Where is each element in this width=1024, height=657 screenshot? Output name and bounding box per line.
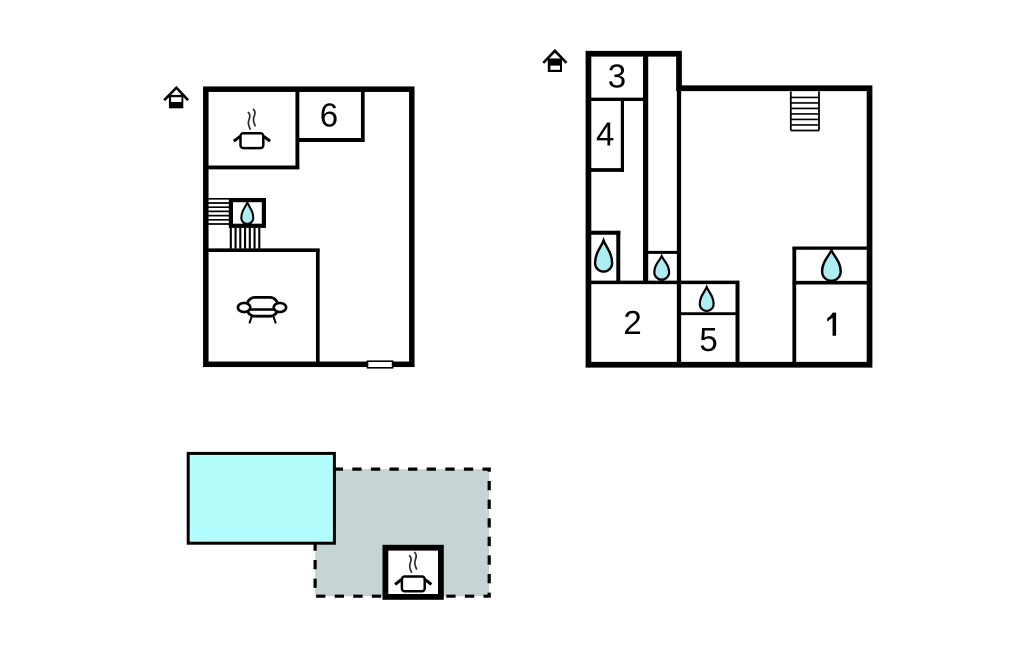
svg-text:5: 5 [699,321,717,358]
svg-text:3: 3 [608,58,626,95]
svg-text:2: 2 [623,304,641,341]
svg-text:6: 6 [320,97,338,134]
svg-text:4: 4 [596,115,614,152]
